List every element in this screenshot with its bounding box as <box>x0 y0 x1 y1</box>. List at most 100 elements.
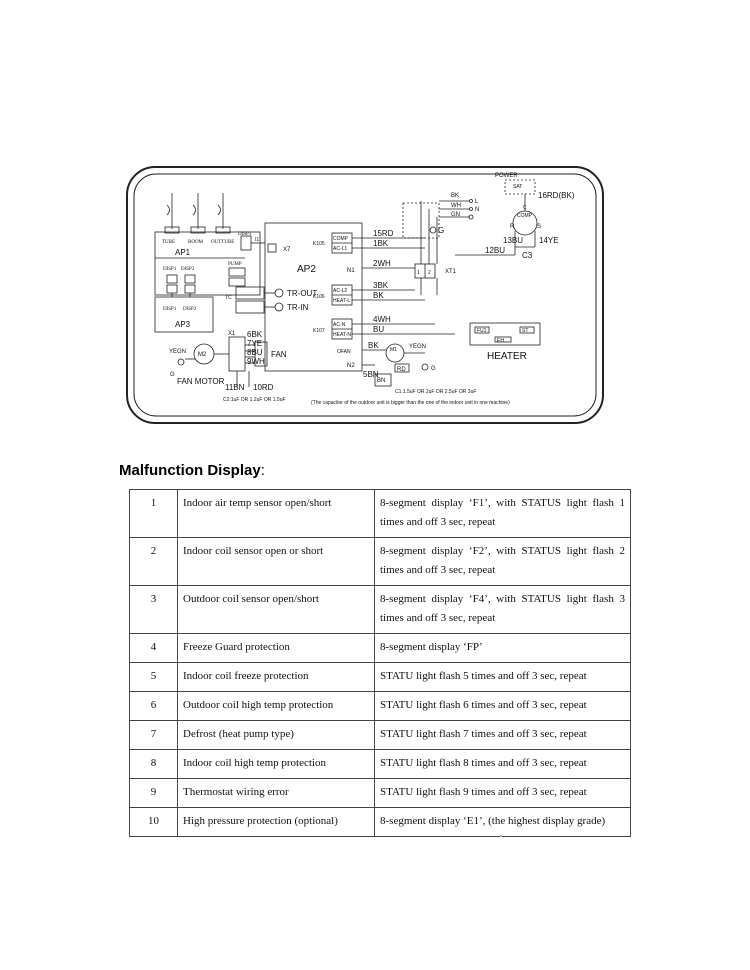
connector-label: X7 <box>283 247 291 253</box>
fan-motor-label: FAN MOTOR <box>177 377 225 386</box>
fault-description: Defrost (heat pump type) <box>177 720 375 750</box>
wire-label: WH <box>451 203 461 209</box>
relay-label: K105 <box>313 241 325 247</box>
relay-label: K106 <box>313 294 325 300</box>
connector-label: DISP1 <box>163 267 177 272</box>
table-row: 4 Freeze Guard protection 8-segment disp… <box>129 633 631 663</box>
wire-label: 12BU <box>485 246 505 255</box>
wire-label: 16RD(BK) <box>538 191 575 200</box>
terminal-label: AC-N <box>333 322 346 328</box>
wire-label: 10RD <box>253 383 274 392</box>
wire-label: YEGN <box>169 349 186 355</box>
fault-display: 8-segment display ‘FP’ <box>374 633 631 663</box>
wire-label: 11BN <box>225 383 245 392</box>
fault-display: STATU light flash 7 times and off 3 sec,… <box>374 720 631 750</box>
wire-label: GN <box>451 212 460 218</box>
terminal-label: HEAT-L <box>333 298 350 304</box>
terminal-label: C <box>523 205 527 211</box>
terminal-label: N2 <box>347 363 355 369</box>
sensor-label: TUBE <box>162 240 175 245</box>
terminal-label: AC-L1 <box>333 246 347 252</box>
fault-number: 9 <box>129 778 178 808</box>
fault-number: 2 <box>129 537 178 586</box>
terminal-block-label: XT1 <box>445 269 457 275</box>
wire-label: RD <box>397 367 406 373</box>
wire-label: 13BU <box>503 236 523 245</box>
pump-label: PUMP <box>228 262 242 267</box>
fault-number: 8 <box>129 749 178 779</box>
terminal-label: 1 <box>417 270 420 276</box>
terminal-label: L <box>475 199 479 205</box>
connector-label: DISP1 <box>163 307 177 312</box>
wire-label: 1BK <box>373 239 389 248</box>
wire-label: 6BK <box>247 330 263 339</box>
fault-display: STATU light flash 9 times and off 3 sec,… <box>374 778 631 808</box>
motor-label: M2 <box>198 352 207 358</box>
heater-element-label: EH <box>497 338 504 344</box>
malfunction-table: 1 Indoor air temp sensor open/short 8-se… <box>129 489 631 837</box>
table-row: 7 Defrost (heat pump type) STATU light f… <box>129 720 631 750</box>
section-heading-colon: : <box>260 462 265 479</box>
fault-display: 8-segment display ‘F1’, with STATUS ligh… <box>374 489 631 538</box>
wire-label: 9WH <box>247 357 265 366</box>
capacitor-label: C2:1uF OR 1.2uF OR 1.5uF <box>223 397 286 403</box>
wire-label: BK <box>451 193 459 199</box>
fault-description: Outdoor coil high temp protection <box>177 691 375 721</box>
terminal-label: R <box>510 224 515 230</box>
fault-description: Indoor air temp sensor open/short <box>177 489 375 538</box>
sat-label: SAT <box>513 184 522 190</box>
terminal-label: N1 <box>347 268 355 274</box>
fault-description: Outdoor coil sensor open/short <box>177 585 375 634</box>
wire-label: 8BU <box>247 348 263 357</box>
capacitor-note: (The capacitor of the outdoor unit is bi… <box>311 400 510 406</box>
board-label: AP2 <box>297 264 316 275</box>
connector-label: DISP2 <box>183 307 197 312</box>
wire-label: 3BK <box>373 281 389 290</box>
terminal-label: COMP <box>333 236 349 242</box>
table-row: 3 Outdoor coil sensor open/short 8-segme… <box>129 585 631 634</box>
ground-label: G <box>438 226 444 235</box>
fault-description: High pressure protection (optional) <box>177 807 375 837</box>
fault-description: Thermostat wiring error <box>177 778 375 808</box>
wire-label: 7YE <box>247 339 262 348</box>
terminal-label: OFAN <box>337 349 351 355</box>
connector-label: X1 <box>228 331 236 337</box>
fault-number: 3 <box>129 585 178 634</box>
table-row: 6 Outdoor coil high temp protection STAT… <box>129 691 631 721</box>
wiring-diagram: POWER BK WH GN L N G SAT 16RD(BK) COMP R… <box>126 166 604 424</box>
sensor-label: ROOM <box>188 240 204 245</box>
fault-display: STATU light flash 8 times and off 3 sec,… <box>374 749 631 779</box>
table-row: 10 High pressure protection (optional) 8… <box>129 807 631 837</box>
fault-description: Indoor coil high temp protection <box>177 749 375 779</box>
fault-display: 8-segment display ‘F2’, with STATUS ligh… <box>374 537 631 586</box>
wire-label: 14YE <box>539 236 559 245</box>
terminal-label: S <box>537 224 541 230</box>
scan-dot <box>500 835 502 837</box>
capacitor-label: C1:1.5uF OR 2uF OR 2.5uF OR 3uF <box>395 389 476 395</box>
fault-number: 7 <box>129 720 178 750</box>
wire-label: 15RD <box>373 229 394 238</box>
terminal-label: N <box>475 207 479 213</box>
connector-label: DISP2 <box>181 267 195 272</box>
thermostat-label: ST <box>522 328 528 334</box>
section-heading-text: Malfunction Display <box>119 462 261 479</box>
wire-label: BN <box>377 378 385 384</box>
terminal-label: AC-L2 <box>333 288 347 294</box>
ground-label: G <box>170 372 175 378</box>
fault-number: 6 <box>129 691 178 721</box>
fault-display: 8-segment display ‘E1’, (the highest dis… <box>374 807 631 837</box>
wire-label: BK <box>368 341 379 350</box>
wire-label: BK <box>373 291 384 300</box>
table-row: 9 Thermostat wiring error STATU light fl… <box>129 778 631 808</box>
wire-label: 2WH <box>373 259 391 268</box>
power-label: POWER <box>495 173 518 179</box>
fault-description: Indoor coil sensor open or short <box>177 537 375 586</box>
terminal-label: HEAT-N <box>333 332 351 338</box>
terminal-label: 2 <box>428 270 431 276</box>
motor-label: M1 <box>390 347 397 353</box>
fuse-label: FU1 <box>477 328 487 334</box>
connector-label: I1 <box>255 237 259 243</box>
fault-number: 5 <box>129 662 178 692</box>
heater-label: HEATER <box>487 351 527 362</box>
table-row: 5 Indoor coil freeze protection STATU li… <box>129 662 631 692</box>
